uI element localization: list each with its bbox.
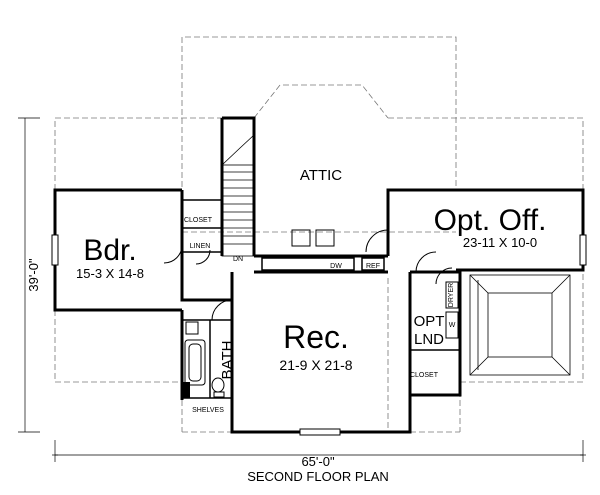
overall-depth-dimension: 39'-0" [26,258,41,292]
rec-name: Rec. [283,319,349,355]
shelves-block [182,382,190,398]
windows [51,234,587,436]
plan-caption: SECOND FLOOR PLAN [247,469,389,484]
bedroom-size: 15-3 X 14-8 [76,266,144,281]
porch-roof [469,274,571,376]
bedroom-name: Bdr. [83,234,136,267]
bath-fixtures [184,321,225,398]
linen-label: LINEN [190,243,211,250]
closet-right-label: CLOSET [410,372,439,379]
rec-size: 21-9 X 21-8 [279,357,352,373]
shelves-label: SHELVES [192,407,224,414]
stairs [221,134,255,257]
office-size: 23-11 X 10-0 [463,235,537,250]
dryer-label: DRYER [448,283,455,307]
laundry-line2: LND [414,331,444,348]
down-label: DN [233,256,243,263]
office-name: Opt. Off. [434,204,547,237]
dimension-lines [18,117,586,462]
laundry-line1: OPT [414,313,445,330]
overall-width-dimension: 65'-0" [301,454,335,469]
dw-label: DW [330,263,342,270]
closet-top-label: CLOSET [184,217,213,224]
skylights [291,229,335,247]
ref-label: REF [366,263,380,270]
door-swings [163,229,453,321]
washer-label: W [449,322,456,329]
attic-label: ATTIC [300,167,342,184]
bath-label: BATH [219,341,236,380]
laundry-fixtures [445,281,459,339]
interior-walls [182,199,460,399]
